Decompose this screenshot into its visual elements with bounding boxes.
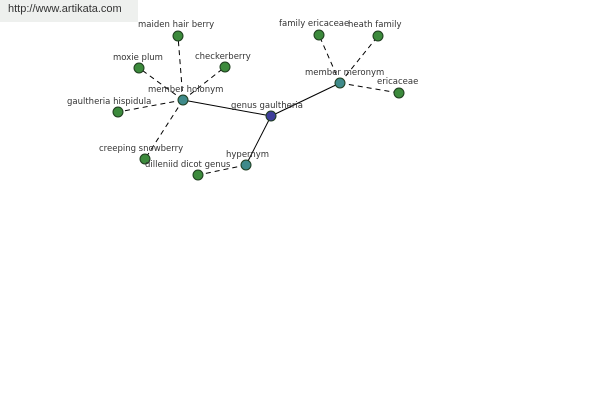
edge-meronym-ericaceae	[339, 82, 400, 94]
node-label-dilleniid[interactable]: dilleniid dicot genus	[145, 160, 231, 170]
node-ericaceae[interactable]	[393, 87, 405, 99]
edge-holonym-creeping	[144, 99, 184, 160]
edge-hypernym-dilleniid	[197, 164, 247, 176]
edge-holonym-maiden	[177, 35, 184, 101]
edge-genus-meronym	[270, 82, 341, 117]
node-label-moxie[interactable]: moxie plum	[113, 53, 163, 63]
edges-layer	[117, 34, 400, 176]
node-label-creeping[interactable]: creeping snowberry	[99, 144, 183, 154]
node-family[interactable]	[313, 29, 325, 41]
labels-layer: genus gaultheria member holonym member mer…	[67, 19, 418, 170]
node-meronym[interactable]	[334, 77, 346, 89]
watermark-url: http://www.artikata.com	[8, 3, 122, 15]
node-hispidula[interactable]	[112, 106, 124, 118]
node-creeping[interactable]	[139, 153, 151, 165]
node-holonym[interactable]	[177, 94, 189, 106]
node-label-family[interactable]: family ericaceae	[279, 19, 349, 29]
node-label-genus[interactable]: genus gaultheria	[231, 101, 303, 111]
node-dilleniid[interactable]	[192, 169, 204, 181]
node-hypernym[interactable]	[240, 159, 252, 171]
edge-holonym-moxie	[138, 67, 184, 101]
node-label-meronym[interactable]: member meronym	[305, 68, 384, 78]
edge-genus-hypernym	[245, 115, 272, 166]
node-heath[interactable]	[372, 30, 384, 42]
node-genus[interactable]	[265, 110, 277, 122]
node-checker[interactable]	[219, 61, 231, 73]
node-label-heath[interactable]: heath family	[348, 20, 401, 30]
node-label-hypernym[interactable]: hypernym	[226, 150, 269, 160]
edge-meronym-heath	[339, 35, 379, 84]
edge-holonym-hispidula	[117, 99, 184, 113]
edge-holonym-checker	[182, 66, 226, 101]
node-label-checker[interactable]: checkerberry	[195, 52, 251, 62]
node-maiden[interactable]	[172, 30, 184, 42]
edge-genus-holonym	[182, 99, 272, 117]
watermark-banner: http://www.artikata.com	[0, 0, 138, 22]
node-label-hispidula[interactable]: gaultheria hispidula	[67, 97, 151, 107]
node-label-holonym[interactable]: member holonym	[148, 85, 223, 95]
node-label-maiden[interactable]: maiden hair berry	[138, 20, 214, 30]
nodes-layer	[112, 29, 405, 181]
node-label-ericaceae[interactable]: ericaceae	[377, 77, 418, 87]
node-moxie[interactable]	[133, 62, 145, 74]
